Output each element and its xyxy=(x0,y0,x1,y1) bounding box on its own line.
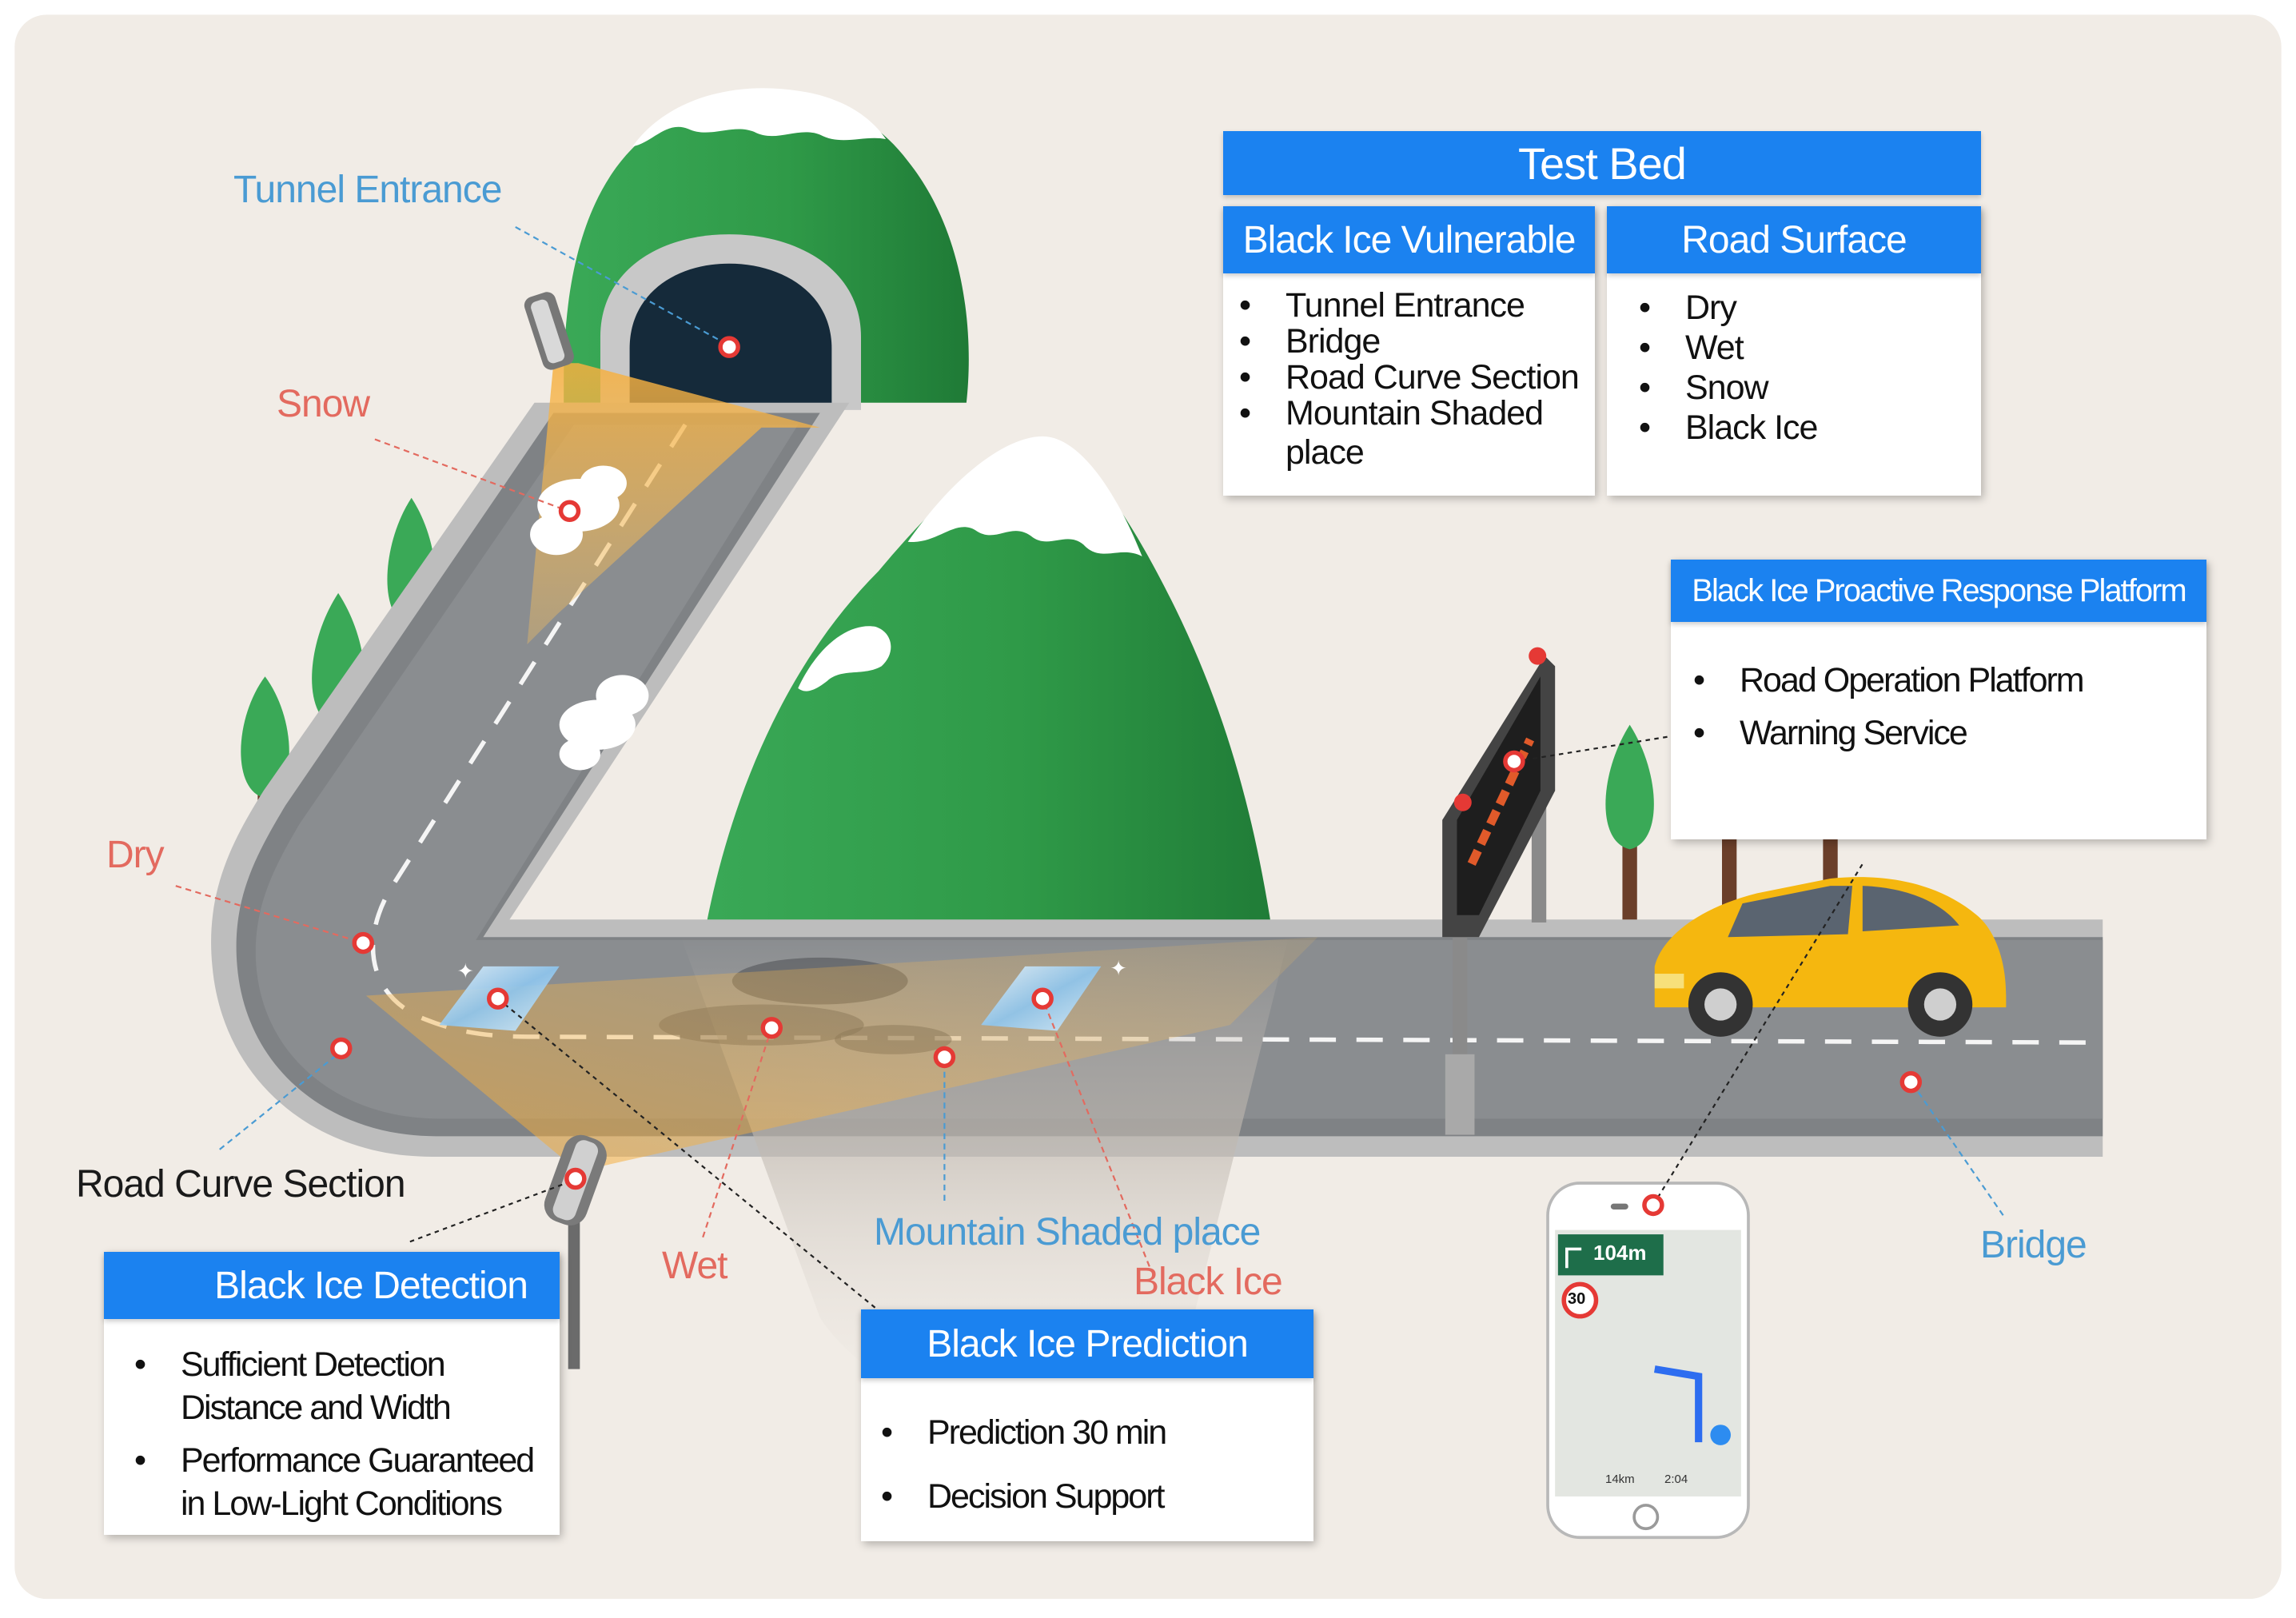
list-item: Road Operation Platform xyxy=(1693,654,2189,707)
black-ice-detection-header: Black Ice Detection xyxy=(104,1252,560,1319)
road-surface-list: Dry Wet Snow Black Ice xyxy=(1639,288,1959,448)
road-surface-header: Road Surface xyxy=(1607,206,1981,273)
location-markers xyxy=(330,336,1923,1217)
list-item-text: in Low-Light Conditions xyxy=(181,1484,503,1523)
list-item: • Performance Guaranteed xyxy=(134,1439,550,1482)
list-item-continuation: in Low-Light Conditions xyxy=(134,1482,550,1525)
list-item: Black Ice xyxy=(1639,408,1959,448)
list-item: Dry xyxy=(1639,288,1959,328)
black-ice-vulnerable-header: Black Ice Vulnerable xyxy=(1223,206,1595,273)
label-wet: Wet xyxy=(662,1245,727,1287)
list-item: Tunnel Entrance xyxy=(1239,288,1591,325)
phone-eta: 2:04 xyxy=(1664,1473,1688,1486)
list-item: Warning Service xyxy=(1693,707,2189,759)
response-platform-list: Road Operation Platform Warning Service xyxy=(1693,654,2189,759)
list-item: Mountain Shaded xyxy=(1239,396,1591,432)
svg-text:✦: ✦ xyxy=(456,960,473,984)
label-snow: Snow xyxy=(277,383,370,425)
black-ice-detection-list: • Sufficient Detection Distance and Width… xyxy=(134,1343,550,1525)
list-item: Snow xyxy=(1639,368,1959,408)
list-item-continuation: place xyxy=(1286,433,1365,472)
label-road-curve-section: Road Curve Section xyxy=(76,1163,406,1206)
yellow-car xyxy=(1654,877,2007,1037)
test-bed-header: Test Bed xyxy=(1223,131,1981,195)
phone-speed-limit: 30 xyxy=(1568,1290,1586,1308)
bullet: • xyxy=(134,1441,146,1480)
list-item: • Sufficient Detection xyxy=(134,1343,550,1386)
label-mountain-shaded-place: Mountain Shaded place xyxy=(874,1211,1261,1253)
list-item: Prediction 30 min xyxy=(881,1401,1297,1465)
black-ice-prediction-list: Prediction 30 min Decision Support xyxy=(881,1401,1297,1528)
road xyxy=(211,402,2103,1423)
list-item: Decision Support xyxy=(881,1465,1297,1528)
phone-distance: 104m xyxy=(1593,1241,1647,1265)
black-ice-vulnerable-list: Tunnel Entrance Bridge Road Curve Sectio… xyxy=(1239,288,1591,432)
smartphone xyxy=(1546,1182,1750,1540)
bullet: • xyxy=(134,1345,146,1384)
list-item: Bridge xyxy=(1239,324,1591,361)
phone-remaining-distance: 14km xyxy=(1605,1473,1635,1486)
label-bridge: Bridge xyxy=(1980,1224,2087,1266)
label-dry: Dry xyxy=(106,834,165,876)
variable-message-sign xyxy=(1442,647,1556,1135)
list-item-text: Distance and Width xyxy=(181,1389,452,1427)
list-item-continuation: Distance and Width xyxy=(134,1386,550,1429)
response-platform-header: Black Ice Proactive Response Platform xyxy=(1671,560,2206,622)
black-ice-prediction-header: Black Ice Prediction xyxy=(861,1309,1313,1378)
svg-text:✦: ✦ xyxy=(1110,957,1126,981)
label-black-ice: Black Ice xyxy=(1134,1261,1283,1303)
list-item-text: Sufficient Detection xyxy=(181,1345,446,1384)
list-item: Wet xyxy=(1639,328,1959,368)
tunnel-sensor xyxy=(524,292,574,370)
label-tunnel-entrance: Tunnel Entrance xyxy=(233,169,502,211)
tunnel-light-beam xyxy=(527,363,820,644)
list-item: Road Curve Section xyxy=(1239,360,1591,397)
list-item-text: Performance Guaranteed xyxy=(181,1441,535,1480)
